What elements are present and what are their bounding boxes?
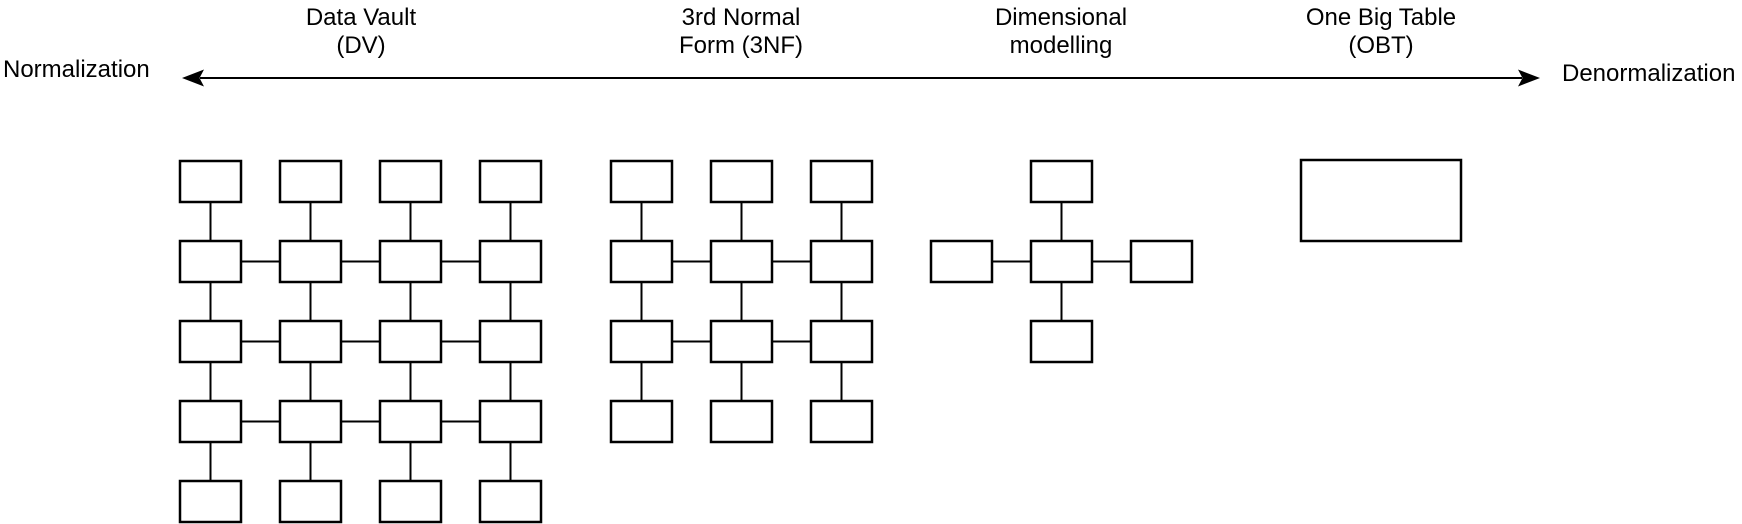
table-box: [278, 319, 343, 364]
method-label-line2: Form (3NF): [679, 32, 803, 59]
method-label-3nf: 3rd Normal Form (3NF): [641, 4, 841, 60]
table-box: [278, 479, 343, 524]
table-box: [378, 159, 443, 204]
table-box: [809, 159, 874, 204]
method-label-obt: One Big Table (OBT): [1281, 4, 1481, 60]
table-box: [709, 319, 774, 364]
method-label-line1: 3rd Normal: [681, 4, 801, 31]
dimension-table-box: [1029, 159, 1094, 204]
table-box: [609, 239, 674, 284]
fact-table-box: [1029, 239, 1094, 284]
table-box: [178, 479, 243, 524]
table-box: [378, 479, 443, 524]
table-box: [278, 239, 343, 284]
method-label-dimensional: Dimensional modelling: [961, 4, 1161, 60]
table-box: [478, 399, 543, 444]
table-box: [809, 319, 874, 364]
normalization-label: Normalization: [3, 56, 150, 83]
one-big-table-box: [1299, 158, 1463, 243]
method-label-line2: (DV): [336, 32, 386, 59]
clusters-group: [178, 158, 1463, 524]
table-box: [609, 319, 674, 364]
method-label-line1: One Big Table: [1305, 4, 1457, 31]
table-box: [378, 239, 443, 284]
table-box: [478, 319, 543, 364]
table-box: [178, 319, 243, 364]
table-box: [709, 159, 774, 204]
dimension-table-box: [1129, 239, 1194, 284]
table-box: [709, 239, 774, 284]
table-box: [609, 159, 674, 204]
method-label-line2: modelling: [1009, 32, 1113, 59]
table-box: [178, 239, 243, 284]
arrowhead-left-icon: [182, 69, 204, 87]
method-label-line2: (OBT): [1348, 32, 1414, 59]
method-label-line1: Data Vault: [305, 4, 417, 31]
table-box: [378, 399, 443, 444]
method-label-line1: Dimensional: [994, 4, 1128, 31]
method-label-data-vault: Data Vault (DV): [261, 4, 461, 60]
table-box: [478, 159, 543, 204]
table-box: [709, 399, 774, 444]
table-box: [378, 319, 443, 364]
table-box: [478, 239, 543, 284]
table-box: [809, 239, 874, 284]
table-box: [809, 399, 874, 444]
table-box: [478, 479, 543, 524]
table-box: [178, 399, 243, 444]
dimension-table-box: [1029, 319, 1094, 364]
dimension-table-box: [929, 239, 994, 284]
table-box: [609, 399, 674, 444]
table-box: [278, 399, 343, 444]
table-box: [178, 159, 243, 204]
denormalization-label: Denormalization: [1562, 60, 1736, 87]
table-box: [278, 159, 343, 204]
arrowhead-right-icon: [1518, 69, 1540, 87]
